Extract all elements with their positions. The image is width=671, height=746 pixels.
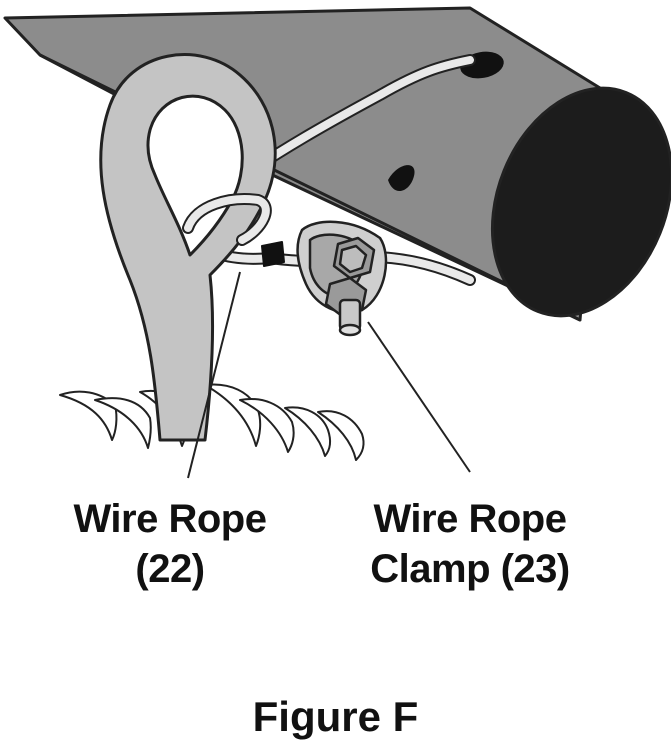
wire-rope-clamp xyxy=(296,220,388,337)
leader-line-clamp xyxy=(367,321,471,473)
clamp-nut-lower xyxy=(324,276,368,337)
leader-line-wire-rope xyxy=(187,271,241,479)
tube-hole-side xyxy=(388,165,415,192)
label-wire-rope-line2: (22) xyxy=(135,547,205,591)
grass-tufts xyxy=(59,383,365,461)
figure-caption: Figure F xyxy=(252,693,419,740)
label-wire-rope-clamp-line2: Clamp (23) xyxy=(370,547,570,591)
label-wire-rope: Wire Rope (22) xyxy=(20,494,320,594)
label-wire-rope-clamp: Wire Rope Clamp (23) xyxy=(315,494,625,594)
label-wire-rope-line1: Wire Rope xyxy=(73,497,267,541)
label-wire-rope-clamp-line1: Wire Rope xyxy=(373,497,567,541)
clamp-nut-upper xyxy=(332,236,376,280)
ground-stake xyxy=(99,53,277,442)
tube-end xyxy=(490,86,671,318)
